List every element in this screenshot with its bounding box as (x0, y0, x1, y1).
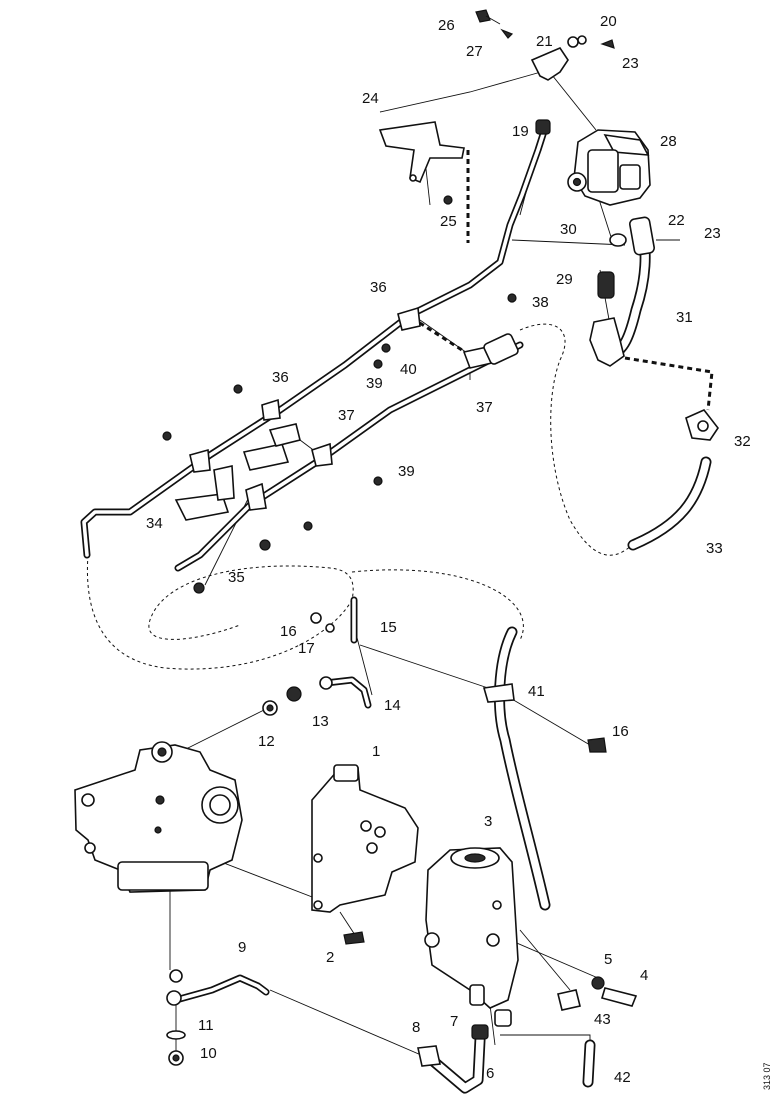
callout-29: 29 (556, 271, 573, 288)
hose-6 (426, 1034, 486, 1094)
callout-5: 5 (604, 951, 612, 968)
leader-lines (169, 69, 626, 1060)
reservoir-3 (424, 847, 519, 1009)
pipe-9 (172, 974, 270, 1004)
callout-41: 41 (528, 683, 545, 700)
callout-32: 32 (734, 433, 751, 450)
callout-35: 35 (228, 569, 245, 586)
clamp-8 (417, 1045, 441, 1067)
callout-39-top: 39 (366, 375, 383, 392)
callout-31: 31 (676, 309, 693, 326)
callout-22: 22 (668, 212, 685, 229)
callout-15: 15 (380, 619, 397, 636)
callout-23-top: 23 (622, 55, 639, 72)
steering-pump (567, 129, 651, 206)
callout-12: 12 (258, 733, 275, 750)
fitting-30 (609, 233, 627, 247)
lower-hose (494, 626, 551, 911)
bolt-4 (591, 976, 638, 1007)
bracket-32 (685, 409, 719, 441)
callout-33: 33 (706, 540, 723, 557)
callout-13: 13 (312, 713, 329, 730)
callout-24: 24 (362, 90, 379, 107)
callout-labels: 26 20 21 27 23 24 19 28 25 30 22 23 29 3… (146, 13, 751, 1086)
bracket-34 (174, 423, 301, 521)
fitting-29 (597, 271, 615, 299)
callout-17: 17 (298, 640, 315, 657)
upper-pressure-line (80, 121, 550, 559)
dashed-routing-lines (86, 150, 714, 670)
callout-37-left: 37 (338, 407, 355, 424)
fitting-7 (471, 1009, 512, 1040)
callout-28: 28 (660, 133, 677, 150)
callout-11: 11 (198, 1017, 214, 1034)
pipe-14 (319, 676, 372, 709)
bracket-21 (475, 9, 615, 81)
steering-gear (74, 741, 243, 893)
hose-42 (582, 1039, 596, 1088)
callout-38: 38 (532, 294, 549, 311)
elbow-fitting-31 (589, 317, 625, 367)
callout-10: 10 (200, 1045, 217, 1062)
fitting-13 (286, 686, 302, 702)
callout-34: 34 (146, 515, 163, 532)
callout-14: 14 (384, 697, 401, 714)
callout-40: 40 (400, 361, 417, 378)
callout-36-mid: 36 (272, 369, 289, 386)
callout-19: 19 (512, 123, 529, 140)
fitting-10 (166, 969, 186, 1066)
clamp-43 (557, 989, 581, 1011)
callout-20: 20 (600, 13, 617, 30)
callout-39-mid: 39 (398, 463, 415, 480)
clamp-41 (482, 683, 515, 703)
pipe-clips (189, 306, 519, 511)
callout-9: 9 (238, 939, 246, 956)
callout-16-right: 16 (612, 723, 629, 740)
bolt-2 (343, 931, 365, 945)
callout-4: 4 (640, 967, 648, 984)
callout-36-top: 36 (370, 279, 387, 296)
callout-8: 8 (412, 1019, 420, 1036)
callout-25: 25 (440, 213, 457, 230)
return-line (174, 341, 524, 572)
callout-16-top: 16 (280, 623, 297, 640)
fitting-12 (262, 700, 278, 716)
hose-33 (627, 456, 712, 551)
figure-reference-id: 313 07 (762, 1062, 772, 1090)
callout-26: 26 (438, 17, 455, 34)
callout-37-right: 37 (476, 399, 493, 416)
callout-42: 42 (614, 1069, 631, 1086)
callout-1: 1 (372, 743, 380, 760)
nuts-and-washers (162, 195, 517, 633)
mounting-bracket (311, 764, 419, 913)
callout-23-right: 23 (704, 225, 721, 242)
fitting-22 (629, 216, 680, 256)
callout-2: 2 (326, 949, 334, 966)
bracket-24 (378, 121, 465, 184)
callout-7: 7 (450, 1013, 458, 1030)
bolt-16 (587, 737, 607, 753)
callout-6: 6 (486, 1065, 494, 1082)
callout-21: 21 (536, 33, 553, 50)
callout-27: 27 (466, 43, 483, 60)
fitting-19 (535, 119, 551, 135)
callout-30: 30 (560, 221, 577, 238)
callout-43: 43 (594, 1011, 611, 1028)
callout-3: 3 (484, 813, 492, 830)
